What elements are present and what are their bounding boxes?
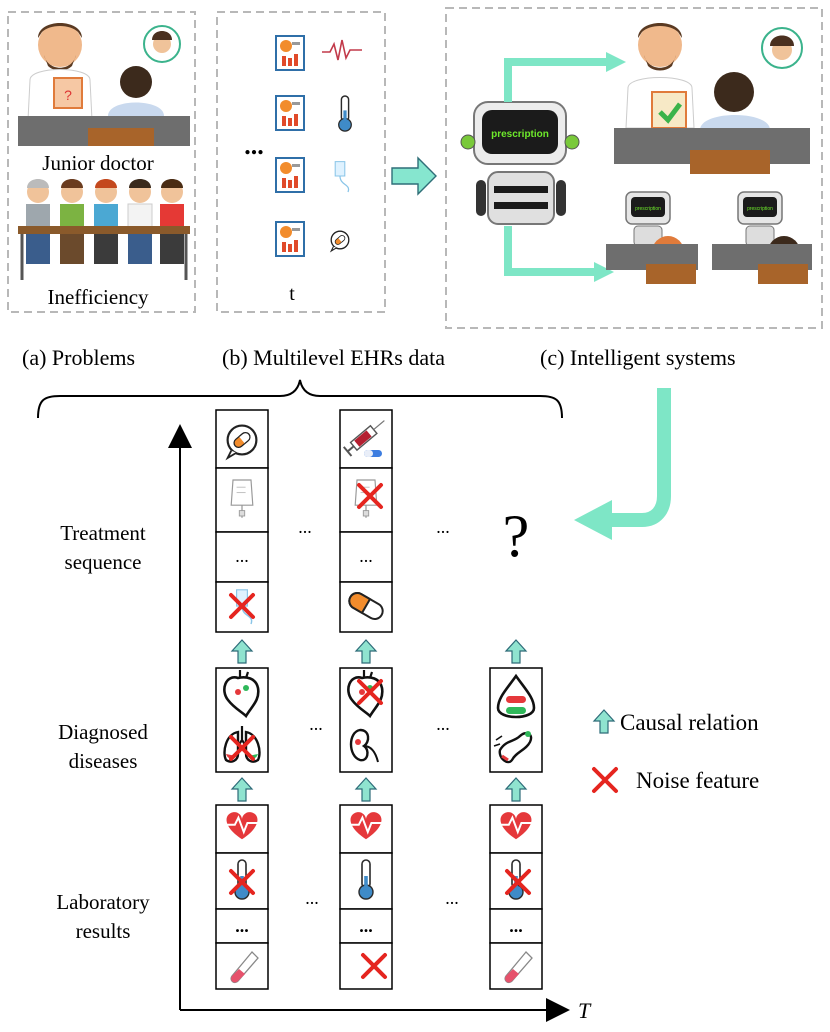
legend-noise-x-icon — [592, 767, 618, 793]
row-label-laboratory-line2: results — [76, 919, 131, 943]
causal-arrow-icon — [231, 639, 253, 664]
junior-doctor-label: Junior doctor — [42, 151, 153, 175]
panel-ehr-data: ... t — [216, 11, 386, 313]
row-label-diseases-line1: Diagnosed — [58, 720, 148, 744]
column-ellipsis: ... — [445, 888, 459, 908]
causal-arrow-icon — [231, 777, 253, 802]
disease-column-3 — [489, 667, 543, 773]
system-output-arrow — [610, 388, 671, 527]
robot-clinic-left: prescription — [606, 191, 698, 284]
panel-intelligent-systems: prescription — [445, 7, 823, 329]
column-ellipsis: ... — [436, 714, 450, 734]
treatment-column-2: ... — [339, 409, 393, 633]
row-label-diseases-line2: diseases — [69, 749, 138, 773]
x-axis-label: T — [578, 998, 592, 1023]
cell-ellipsis: ... — [235, 546, 249, 566]
cell-ellipsis: ... — [235, 916, 249, 936]
robot-illustration: prescription — [460, 101, 580, 225]
inefficiency-label: Inefficiency — [47, 285, 149, 309]
cell-ellipsis: ... — [509, 916, 523, 936]
legend: Causal relation Noise feature — [592, 709, 759, 793]
ecg-signal-icon — [322, 39, 362, 61]
caption-b: (b) Multilevel EHRs data — [222, 345, 445, 370]
row-label-treatment-line2: sequence — [65, 550, 142, 574]
disease-column-2 — [339, 667, 393, 773]
cell-ellipsis: ... — [359, 546, 373, 566]
causal-arrow-icon — [505, 639, 527, 664]
causal-arrow-icon — [505, 777, 527, 802]
robot-to-doctor-arrow — [504, 58, 608, 102]
junior-doctor-illustration: ? — [18, 23, 190, 146]
robot-to-clinics-arrow — [504, 226, 596, 276]
causal-arrow-icon — [355, 639, 377, 664]
flow-arrow-right — [391, 156, 437, 196]
senior-doctor-illustration — [614, 23, 810, 174]
column-ellipsis: ... — [309, 714, 323, 734]
column-ellipsis: ... — [436, 517, 450, 537]
robot-screen-text: prescription — [491, 129, 549, 140]
unknown-treatment-question: ? — [503, 503, 530, 569]
ehr-record-icons — [275, 35, 305, 257]
lab-column-3: ... — [489, 804, 543, 990]
caption-a: (a) Problems — [22, 345, 135, 370]
legend-causal-arrow-icon — [593, 709, 615, 734]
lab-column-1: ... — [215, 804, 269, 990]
disease-column-1 — [215, 667, 269, 773]
time-label: t — [289, 283, 295, 305]
robot-clinic-right: prescription — [712, 191, 812, 284]
cell-ellipsis: ... — [359, 916, 373, 936]
legend-noise-label: Noise feature — [636, 768, 759, 793]
lab-column-2: ... — [339, 804, 393, 990]
legend-causal-label: Causal relation — [620, 710, 759, 735]
causal-arrow-icon — [355, 777, 377, 802]
grouping-brace — [37, 379, 563, 419]
panel-problems: ? Junior doctor Inefficiency — [7, 11, 196, 313]
column-ellipsis: ... — [298, 517, 312, 537]
ehr-ellipsis: ... — [244, 131, 264, 160]
treatment-column-1: ... — [215, 409, 269, 633]
caption-c: (c) Intelligent systems — [540, 345, 736, 370]
column-ellipsis: ... — [305, 888, 319, 908]
row-label-laboratory-line1: Laboratory — [56, 890, 150, 914]
row-label-treatment-line1: Treatment — [60, 521, 146, 545]
inefficiency-crowd-illustration — [18, 179, 190, 280]
small-robot-screen-text: prescription — [635, 206, 661, 212]
small-robot-screen-text-right: prescription — [747, 206, 773, 212]
svg-text:?: ? — [64, 87, 72, 103]
